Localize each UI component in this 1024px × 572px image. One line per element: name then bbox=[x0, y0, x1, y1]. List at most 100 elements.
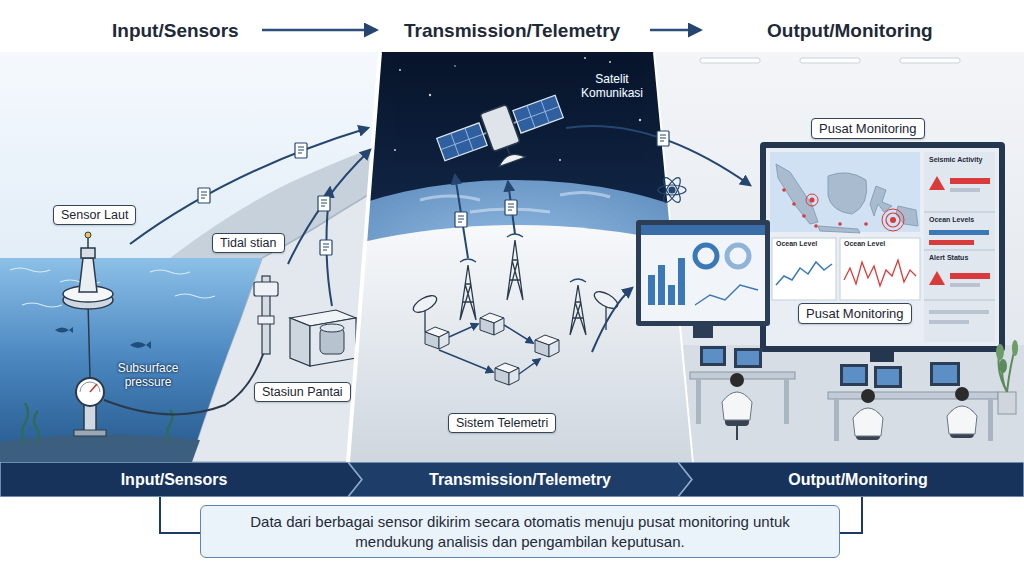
operator-desk bbox=[933, 365, 957, 383]
satellite-dish bbox=[411, 292, 440, 315]
pressure-gauge bbox=[104, 352, 264, 414]
analytics-screen bbox=[636, 220, 770, 338]
operator-desk bbox=[703, 349, 723, 363]
analytics-screen bbox=[648, 275, 655, 305]
analytics-screen bbox=[668, 285, 675, 305]
video-wall bbox=[776, 164, 918, 233]
stage-name: Output/Monitoring bbox=[788, 471, 928, 489]
video-wall bbox=[950, 273, 990, 279]
video-wall bbox=[776, 164, 818, 224]
data-flow-arrow bbox=[130, 128, 368, 244]
video-wall bbox=[870, 186, 892, 216]
data-packet-icon bbox=[295, 143, 307, 158]
pressure-gauge bbox=[74, 430, 106, 436]
communication-satellite bbox=[437, 123, 487, 161]
satellite-dish bbox=[605, 304, 606, 330]
screen-label: Alert Status bbox=[929, 254, 968, 262]
header-arrows bbox=[650, 29, 700, 32]
pressure-gauge bbox=[80, 382, 100, 392]
operator-desk bbox=[988, 399, 993, 441]
data-packet-icon bbox=[198, 188, 210, 203]
communication-satellite bbox=[513, 95, 563, 133]
header-arrows bbox=[262, 29, 376, 32]
video-wall bbox=[782, 188, 896, 228]
equipment-box bbox=[495, 368, 509, 385]
monitoring-room bbox=[900, 58, 960, 63]
data-packet-icon bbox=[657, 131, 669, 146]
communication-satellite bbox=[497, 150, 526, 166]
stage-chevron: Input/Sensors bbox=[0, 462, 362, 497]
telemetry-tower bbox=[507, 240, 523, 300]
video-wall bbox=[844, 260, 916, 286]
video-wall bbox=[929, 271, 945, 285]
video-wall bbox=[810, 198, 815, 203]
analytics-screen bbox=[695, 285, 758, 305]
operator-figure bbox=[730, 373, 744, 387]
callout-tag: Stasiun Pantai bbox=[254, 382, 351, 402]
operator-desk bbox=[834, 399, 839, 441]
chevron-outline bbox=[0, 462, 362, 497]
ocean-scene bbox=[0, 434, 200, 462]
atom-icon bbox=[661, 175, 684, 204]
section-heading: Transmission/Telemetry bbox=[404, 20, 620, 42]
office-plant bbox=[1012, 340, 1018, 356]
space-scene bbox=[454, 65, 456, 67]
caption-text: Data dari berbagai sensor dikirim secara… bbox=[215, 512, 825, 551]
analytics-screen bbox=[727, 245, 749, 267]
data-flow-arrow bbox=[288, 150, 370, 264]
communication-satellite bbox=[434, 88, 572, 184]
sea-buoy bbox=[87, 238, 89, 248]
analytics-screen bbox=[641, 225, 765, 321]
network-link bbox=[504, 325, 533, 343]
operator-figure bbox=[947, 406, 977, 434]
sea-buoy bbox=[85, 232, 91, 238]
ocean-scene bbox=[0, 258, 262, 462]
video-wall bbox=[782, 188, 786, 192]
operator-desk bbox=[734, 348, 762, 368]
tag-text: Pusat Monitoring bbox=[819, 121, 917, 136]
caption-box: Data dari berbagai sensor dikirim secara… bbox=[200, 505, 840, 558]
network-link bbox=[439, 324, 540, 374]
screen-label: Ocean Levels bbox=[929, 216, 974, 224]
tag-text: Tidal stian bbox=[220, 236, 277, 250]
operator-figure bbox=[955, 387, 969, 401]
monitoring-room bbox=[700, 58, 760, 63]
equipment-box bbox=[494, 318, 504, 335]
video-wall bbox=[950, 283, 980, 287]
operator-desk bbox=[874, 366, 902, 388]
satellite-label: Satelit Komunikasi bbox=[570, 73, 654, 101]
video-wall bbox=[840, 238, 920, 300]
tide-gauge-station bbox=[254, 276, 278, 354]
operator-desk bbox=[840, 364, 868, 386]
stage-name: Input/Sensors bbox=[121, 471, 228, 489]
video-wall bbox=[760, 142, 1005, 352]
operator-figure bbox=[853, 408, 883, 436]
equipment-box bbox=[480, 318, 494, 335]
video-wall bbox=[828, 173, 867, 214]
video-wall bbox=[776, 262, 832, 285]
data-packet-icon bbox=[320, 240, 332, 255]
stage-chevron: Transmission/Telemetry bbox=[348, 462, 692, 497]
operator-desk bbox=[690, 346, 998, 441]
space-scene bbox=[559, 159, 561, 161]
operator-desk bbox=[737, 351, 759, 365]
network-link bbox=[519, 359, 540, 374]
stage-band bbox=[0, 462, 1024, 497]
data-flow-arrow bbox=[455, 175, 468, 258]
sea-buoy bbox=[81, 248, 95, 258]
panel-separator bbox=[348, 52, 380, 462]
video-wall bbox=[766, 148, 999, 346]
screen-label: Ocean Level bbox=[844, 240, 885, 248]
video-wall bbox=[772, 238, 836, 300]
ocean-scene bbox=[0, 52, 380, 462]
data-packet-icon bbox=[455, 212, 467, 227]
coastal-station bbox=[290, 318, 310, 366]
space-scene bbox=[399, 69, 401, 71]
coastal-station bbox=[320, 324, 344, 332]
analytics-screen bbox=[693, 326, 713, 338]
equipment-box bbox=[425, 332, 439, 349]
video-wall bbox=[864, 222, 868, 226]
equipment-box bbox=[509, 368, 519, 385]
sea-buoy bbox=[79, 258, 97, 292]
